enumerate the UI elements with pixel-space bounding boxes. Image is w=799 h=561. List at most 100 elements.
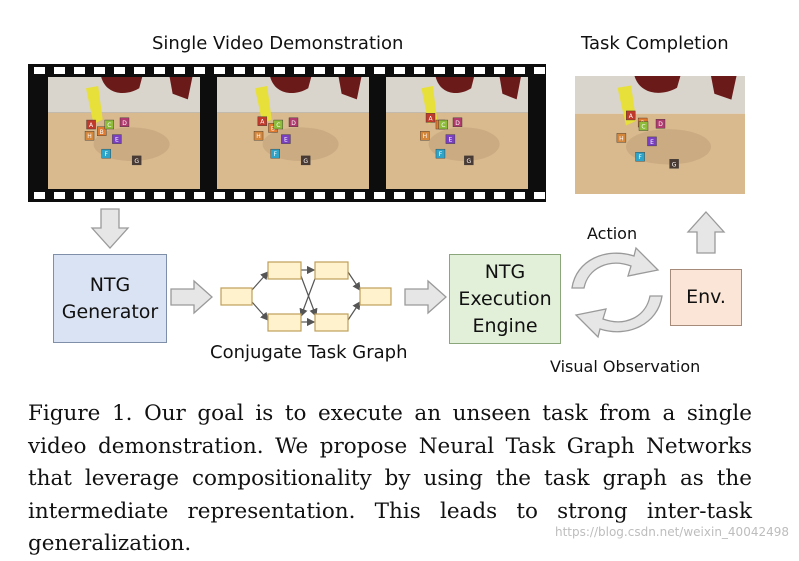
- block: [464, 155, 474, 166]
- block-letter: H: [256, 133, 261, 140]
- film-perforation: [174, 192, 185, 199]
- block: [445, 134, 456, 144]
- film-perforation: [54, 192, 65, 199]
- block: [84, 131, 95, 141]
- block-letter: H: [619, 135, 624, 142]
- graph-node: [359, 287, 392, 306]
- film-perforation: [494, 67, 505, 74]
- film-perforation: [434, 192, 445, 199]
- film-perforation: [354, 67, 365, 74]
- film-perforation: [154, 67, 165, 74]
- block-letter: C: [276, 122, 280, 129]
- film-perforation: [534, 67, 545, 74]
- block: [270, 148, 280, 159]
- block: [119, 117, 130, 127]
- block: [104, 119, 114, 130]
- block: [647, 136, 657, 147]
- visual-observation-label: Visual Observation: [550, 357, 701, 376]
- block: [257, 116, 268, 126]
- film-perforation: [534, 192, 545, 199]
- robot-arm: [435, 77, 475, 94]
- block-letter: C: [107, 122, 111, 129]
- film-perforation: [94, 67, 105, 74]
- figure-caption: Figure 1. Our goal is to execute an unse…: [28, 401, 752, 556]
- film-perforation: [514, 192, 525, 199]
- block: [635, 152, 645, 162]
- film-perforation: [74, 192, 85, 199]
- arm-shadow: [626, 129, 711, 165]
- block-letter: A: [428, 115, 433, 122]
- robot-arm: [101, 77, 143, 94]
- film-perforation: [194, 67, 205, 74]
- block-letter: B: [271, 125, 275, 132]
- block-letter: D: [291, 120, 296, 127]
- engine-line-3: Engine: [472, 314, 538, 337]
- robot-arm: [338, 77, 362, 100]
- block-letter: E: [284, 137, 288, 144]
- right-arrow-2: [404, 279, 447, 315]
- film-perforation: [234, 67, 245, 74]
- ntg-generator-box: NTG Generator: [53, 254, 167, 343]
- block-letter: A: [260, 119, 265, 126]
- block-letter: F: [638, 154, 642, 161]
- block: [626, 110, 636, 121]
- film-perforation: [394, 192, 405, 199]
- env-box: Env.: [670, 269, 742, 326]
- robot-arm: [169, 77, 193, 100]
- block: [452, 117, 463, 127]
- film-perforation: [214, 67, 225, 74]
- film-perforation: [414, 67, 425, 74]
- film-perforation: [254, 67, 265, 74]
- film-perforation: [474, 67, 485, 74]
- film-perforation: [234, 192, 245, 199]
- block: [300, 155, 311, 166]
- block: [86, 119, 96, 130]
- block-letter: D: [455, 120, 460, 127]
- film-perforation: [454, 67, 465, 74]
- down-arrow: [90, 208, 130, 249]
- film-perforation: [374, 192, 385, 199]
- block: [638, 121, 649, 131]
- block-letter: C: [441, 122, 445, 129]
- film-perforation: [114, 67, 125, 74]
- film-perforation: [474, 192, 485, 199]
- film-perforation: [274, 192, 285, 199]
- block: [97, 126, 107, 136]
- graph-node: [314, 261, 349, 280]
- film-perforation: [274, 67, 285, 74]
- block: [425, 113, 436, 123]
- generator-line-2: Generator: [61, 300, 159, 323]
- robot-arm: [711, 76, 737, 100]
- film-perforation: [54, 67, 65, 74]
- film-perforation: [454, 192, 465, 199]
- block: [288, 117, 299, 127]
- film-perforation: [114, 192, 125, 199]
- block: [655, 119, 666, 129]
- block-letter: E: [650, 139, 654, 146]
- robot-arm: [499, 77, 521, 100]
- film-perforation: [214, 192, 225, 199]
- film-perforation: [314, 67, 325, 74]
- film-perforation: [134, 67, 145, 74]
- demo-title: Single Video Demonstration: [152, 33, 404, 54]
- completion-title: Task Completion: [581, 33, 729, 54]
- gripper: [86, 85, 103, 125]
- block: [616, 133, 627, 143]
- block-letter: A: [89, 122, 94, 129]
- block-letter: G: [303, 158, 308, 165]
- film-perforation: [194, 192, 205, 199]
- block-letter: D: [658, 121, 663, 128]
- graph-node: [314, 313, 349, 332]
- graph-node: [267, 261, 302, 280]
- generator-line-1: NTG: [89, 273, 131, 296]
- film-perforation: [94, 192, 105, 199]
- block: [101, 148, 111, 159]
- conjugate-task-graph: [220, 261, 392, 332]
- film-perforation: [314, 192, 325, 199]
- film-perforation: [514, 67, 525, 74]
- block-letter: F: [105, 151, 109, 158]
